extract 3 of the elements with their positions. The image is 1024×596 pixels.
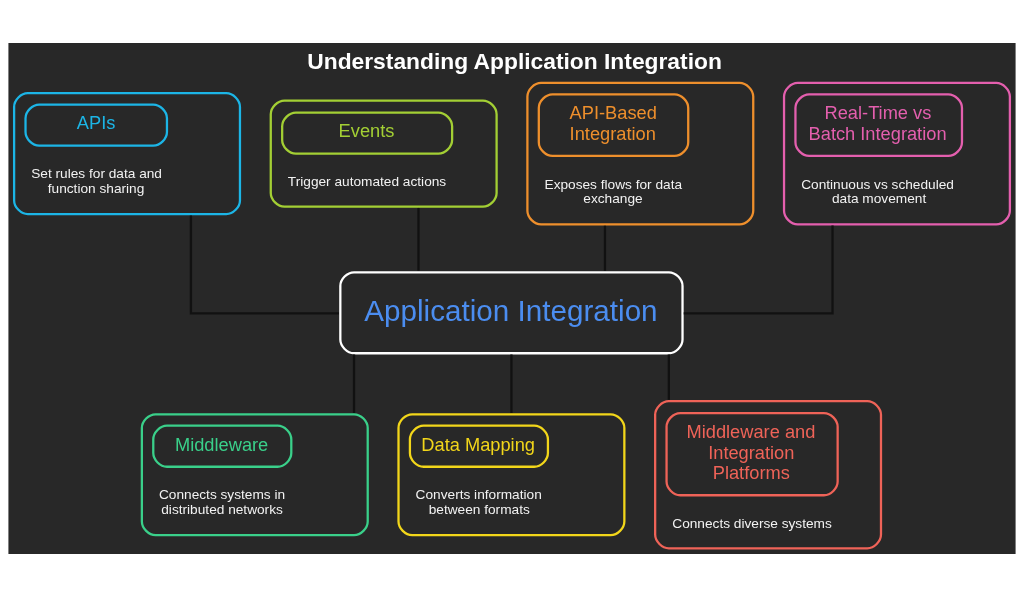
connector bbox=[189, 214, 339, 314]
diagram-title: Understanding Application Integration bbox=[307, 47, 722, 74]
connector bbox=[683, 225, 834, 314]
